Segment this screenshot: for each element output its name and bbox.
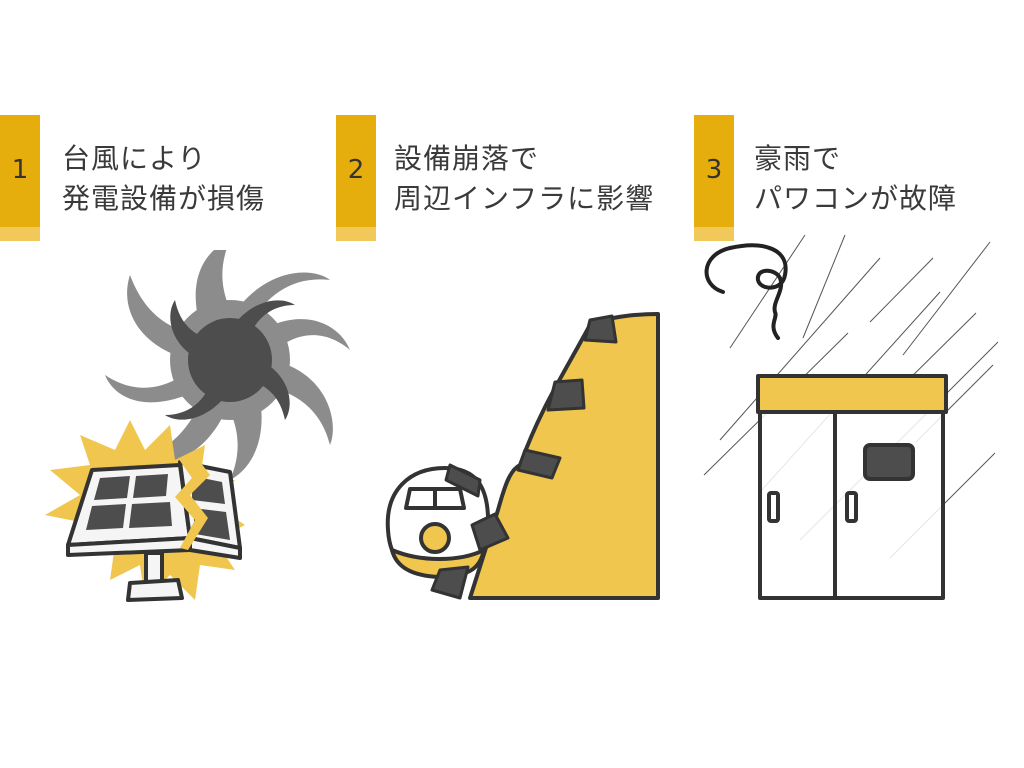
step-caption: 豪雨で パワコンが故障	[754, 139, 957, 219]
step-number: 2	[347, 155, 365, 185]
cliff-icon	[468, 312, 660, 600]
landslide-train-illustration	[385, 312, 660, 600]
caption-line-1: 豪雨で	[754, 142, 842, 175]
caption-line-2: 周辺インフラに影響	[394, 182, 655, 215]
power-conditioner-box-icon	[756, 374, 948, 600]
step-number-badge: 2	[336, 115, 376, 241]
step-number: 3	[705, 155, 723, 185]
badge-accent-strip	[0, 227, 40, 241]
wind-swirl-icon	[704, 243, 788, 340]
power-conditioner-illustration	[703, 234, 999, 600]
step-number-badge: 3	[694, 115, 734, 241]
badge-accent-strip	[694, 227, 734, 241]
caption-line-1: 台風により	[62, 142, 207, 175]
caption-line-2: パワコンが故障	[754, 182, 958, 215]
solar-panel-icon	[66, 460, 242, 602]
falling-rocks-icon	[430, 314, 618, 600]
step-number-badge: 1	[0, 115, 40, 241]
step-caption: 台風により 発電設備が損傷	[62, 139, 265, 219]
caption-line-1: 設備崩落で	[394, 142, 540, 175]
crack-icon	[175, 455, 210, 550]
step-number: 1	[11, 155, 29, 185]
badge-accent-strip	[336, 227, 376, 241]
step-caption: 設備崩落で 周辺インフラに影響	[394, 139, 654, 219]
typhoon-icon	[105, 250, 350, 480]
typhoon-solar-illustration	[45, 250, 350, 602]
caption-line-2: 発電設備が損傷	[62, 182, 266, 215]
